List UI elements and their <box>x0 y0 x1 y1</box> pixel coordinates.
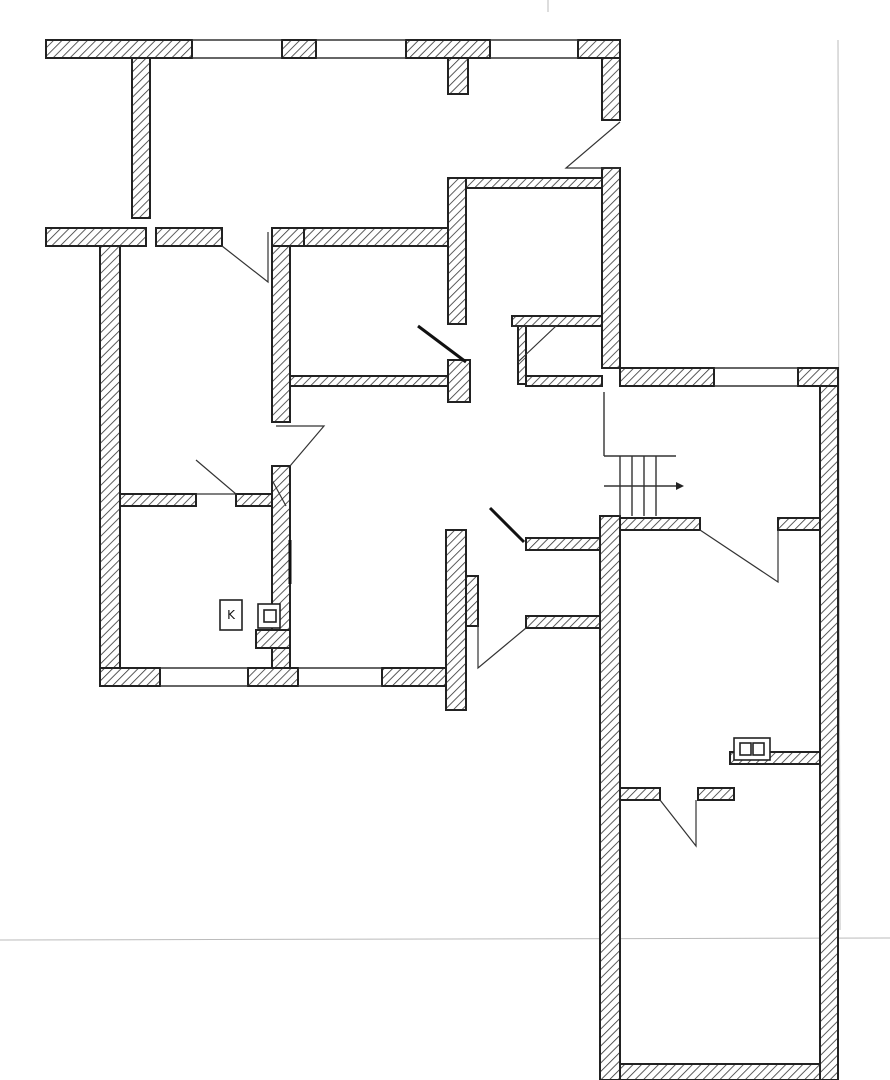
corridor-walls <box>525 515 621 1080</box>
middle-walls <box>45 177 603 403</box>
heavy-strokes <box>288 324 526 584</box>
chimney-fixture-left <box>255 603 291 649</box>
right-wing-walls <box>619 367 839 1080</box>
kitchen-label-box: K <box>219 599 243 631</box>
left-wing-walls <box>99 245 479 711</box>
top-room-walls <box>45 39 621 369</box>
stairs <box>603 392 684 516</box>
door-swings <box>195 121 779 848</box>
chimney-fixture-right <box>733 737 771 761</box>
kitchen-label: K <box>227 608 236 622</box>
